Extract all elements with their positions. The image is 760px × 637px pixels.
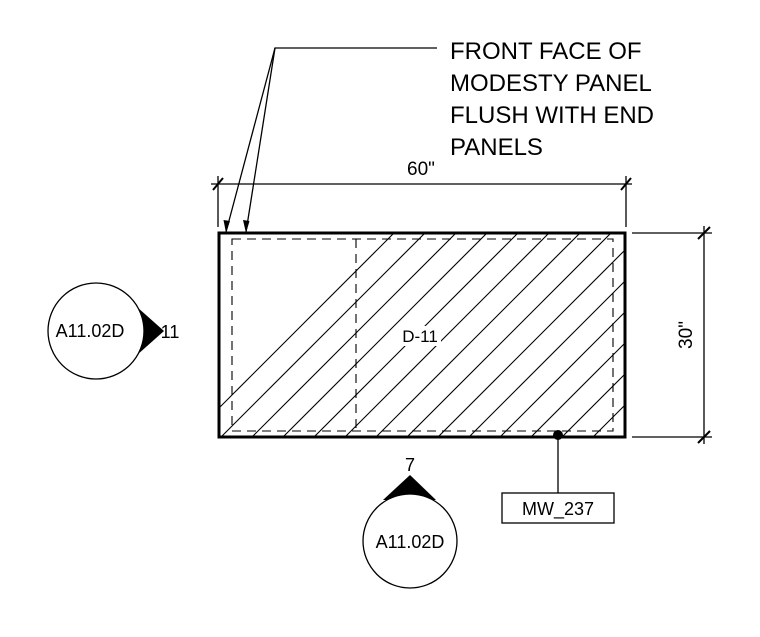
note-line-2: MODESTY PANEL	[450, 70, 652, 97]
desk-label: D-11	[402, 327, 438, 346]
hatch-line	[220, 233, 426, 437]
width-dimension-text: 60"	[407, 159, 435, 180]
width-tick-left	[212, 177, 224, 191]
section-callout-detail: 11	[161, 322, 180, 342]
section-callout-circle	[47, 282, 145, 380]
hatch-line	[561, 373, 625, 437]
hatch-line	[686, 233, 760, 437]
width-tick-right	[620, 177, 632, 191]
leader-line-inner	[245, 47, 276, 233]
depth-tick-bottom	[697, 430, 711, 444]
desk-outline	[217, 231, 627, 439]
hatch-line	[282, 233, 488, 437]
section-callout-pointer	[137, 307, 164, 355]
hatch-line	[437, 249, 625, 437]
hatch-line	[717, 233, 760, 437]
elevation-callout-pointer	[383, 475, 436, 500]
elevation-callout-sheet: A11.02D	[376, 532, 445, 552]
hatch-line	[655, 233, 760, 437]
equipment-tag-box	[501, 492, 615, 524]
equipment-tag: MW_237	[501, 430, 615, 524]
elevation-callout-detail: 7	[405, 455, 415, 475]
depth-dimension	[632, 226, 712, 444]
hatch-line	[344, 233, 550, 437]
note-line-1: FRONT FACE OF	[450, 38, 642, 65]
section-callout-sheet: A11.02D	[56, 321, 125, 341]
note-line-3: FLUSH WITH END	[450, 102, 654, 129]
hatch-line	[468, 280, 625, 437]
leader-arrowhead-outer	[223, 220, 230, 233]
hatch-line	[219, 233, 395, 409]
leader-line-outer	[225, 47, 437, 233]
desk	[217, 231, 760, 439]
equipment-tag-label: MW_237	[522, 499, 594, 520]
hatch-line	[499, 311, 625, 437]
hatch-line	[375, 233, 581, 437]
note-line-4: PANELS	[450, 134, 543, 161]
desk-hatch	[219, 233, 760, 437]
hatch-line	[530, 342, 625, 437]
elevation-callout-circle	[362, 493, 458, 589]
elevation-callout: A11.02D 7	[362, 455, 458, 589]
desk-hidden-outline	[231, 238, 614, 432]
equipment-tag-dot	[553, 430, 563, 440]
hatch-line	[406, 233, 612, 437]
section-callout: A11.02D 11	[47, 282, 180, 380]
hatch-line	[251, 233, 457, 437]
desk-label-mask	[399, 326, 441, 346]
leader-arrowhead-inner	[243, 220, 250, 233]
width-dimension	[211, 176, 632, 227]
note-text: FRONT FACE OF MODESTY PANEL FLUSH WITH E…	[450, 38, 654, 161]
depth-dimension-text: 30"	[676, 321, 697, 349]
depth-tick-top	[697, 226, 711, 240]
hatch-line	[748, 233, 760, 437]
note-leader	[225, 47, 437, 233]
